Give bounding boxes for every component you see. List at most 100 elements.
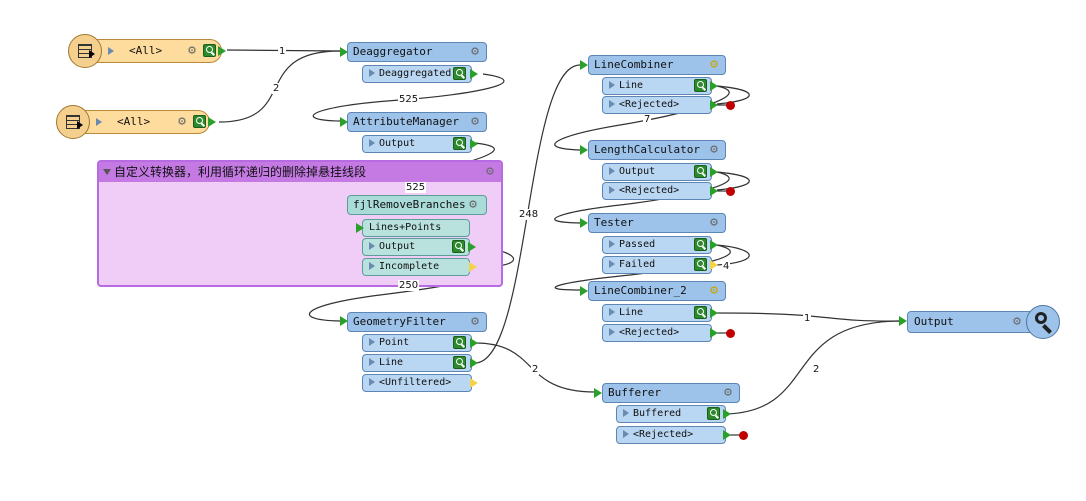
lengthcalculator-port-output[interactable]: Output <box>602 163 712 181</box>
reader-1[interactable]: <All> <box>80 39 222 63</box>
line-output-arrow[interactable] <box>470 358 478 368</box>
linecombiner2-header[interactable]: LineCombiner_2 <box>588 281 726 301</box>
linecombiner2-port-rejected[interactable]: <Rejected> <box>602 324 712 342</box>
linecombiner2-port-line[interactable]: Line <box>602 304 712 322</box>
connection-tester-linecombiner2 <box>554 244 731 291</box>
bufferer-header[interactable]: Bufferer <box>602 383 740 403</box>
line-inspect-icon[interactable] <box>453 356 466 369</box>
bufferer-port-buffered[interactable]: Buffered <box>616 405 726 423</box>
connection-linecombiner2-output <box>716 312 901 322</box>
reader-1-icon[interactable] <box>68 34 102 68</box>
output-writer-gear-icon[interactable]: ⚙ <box>1013 314 1021 329</box>
attributemanager-output-arrow[interactable] <box>470 139 478 149</box>
lengthcalculator-header[interactable]: LengthCalculator <box>588 140 726 160</box>
tester-input-arrow[interactable] <box>580 218 588 228</box>
linecombiner2-line-inspect-icon[interactable] <box>694 306 707 319</box>
fjlremovebranches-port-output[interactable]: Output <box>362 238 470 256</box>
bufferer-buffered-arrow[interactable] <box>723 409 731 419</box>
port-label: Incomplete <box>379 261 440 272</box>
linecombiner-line-inspect-icon[interactable] <box>694 79 707 92</box>
geometryfilter-gear-icon[interactable]: ⚙ <box>471 314 479 329</box>
deaggregator-input-arrow[interactable] <box>340 47 348 57</box>
geometryfilter-port-line[interactable]: Line <box>362 354 472 372</box>
tester-gear-icon[interactable]: ⚙ <box>710 215 718 230</box>
deaggregated-inspect-icon[interactable] <box>453 67 466 80</box>
linecombiner-name: LineCombiner <box>594 58 674 71</box>
linecombiner-rejected-arrow[interactable] <box>710 100 718 110</box>
geometryfilter-port-point[interactable]: Point <box>362 334 472 352</box>
lengthcalculator-port-rejected[interactable]: <Rejected> <box>602 182 712 200</box>
lengthcalculator-inspect-icon[interactable] <box>694 165 707 178</box>
bufferer-inspect-icon[interactable] <box>707 407 720 420</box>
attributemanager-gear-icon[interactable]: ⚙ <box>471 114 479 129</box>
fjlremovebranches-port-incomplete[interactable]: Incomplete <box>362 258 470 276</box>
bookmark-gear-icon[interactable]: ⚙ <box>486 164 494 179</box>
output-writer-input-arrow[interactable] <box>899 316 907 326</box>
bookmark-title: 自定义转换器，利用循环递归的删除掉悬挂线段 <box>114 165 367 179</box>
collapse-arrow-icon[interactable] <box>103 169 111 175</box>
bookmark-header[interactable]: 自定义转换器，利用循环递归的删除掉悬挂线段 <box>99 162 501 182</box>
linecombiner-gear-icon[interactable]: ⚙ <box>710 57 718 72</box>
linecombiner-line-arrow[interactable] <box>710 81 718 91</box>
reader-1-inspect-icon[interactable] <box>203 44 216 57</box>
lengthcalculator-rejected-arrow[interactable] <box>710 186 718 196</box>
port-arrow-icon <box>609 100 615 108</box>
lengthcalculator-gear-icon[interactable]: ⚙ <box>710 142 718 157</box>
output-writer[interactable]: Output <box>907 311 1037 333</box>
fjlremovebranches-input-port[interactable]: Lines+Points <box>362 219 470 237</box>
reader-2-gear-icon[interactable]: ⚙ <box>178 114 186 129</box>
deaggregator-gear-icon[interactable]: ⚙ <box>471 44 479 59</box>
linecombiner-header[interactable]: LineCombiner <box>588 55 726 75</box>
attributemanager-input-arrow[interactable] <box>340 117 348 127</box>
fjlremovebranches-header[interactable]: fjlRemoveBranches <box>347 195 487 215</box>
geometryfilter-input-arrow[interactable] <box>340 316 348 326</box>
deaggregated-output-arrow[interactable] <box>470 69 478 79</box>
unfiltered-output-arrow[interactable] <box>470 378 478 388</box>
expand-arrow-icon[interactable] <box>96 118 102 126</box>
port-arrow-icon <box>369 358 375 366</box>
deaggregator-header[interactable]: Deaggregator <box>347 42 487 62</box>
geometryfilter-header[interactable]: GeometryFilter <box>347 312 487 332</box>
fjlremovebranches-gear-icon[interactable]: ⚙ <box>469 197 477 212</box>
inspector-icon[interactable] <box>1026 305 1060 339</box>
port-arrow-icon <box>369 338 375 346</box>
bufferer-port-rejected[interactable]: <Rejected> <box>616 426 726 444</box>
tester-failed-inspect-icon[interactable] <box>694 258 707 271</box>
linecombiner2-input-arrow[interactable] <box>580 286 588 296</box>
tester-port-passed[interactable]: Passed <box>602 236 712 254</box>
reader-1-output-arrow[interactable] <box>218 46 226 56</box>
point-output-arrow[interactable] <box>470 338 478 348</box>
attributemanager-header[interactable]: AttributeManager <box>347 112 487 132</box>
linecombiner2-line-arrow[interactable] <box>710 308 718 318</box>
count-deaggregated-attributemanager: 525 <box>398 94 420 105</box>
fjlremovebranches-input-arrow[interactable] <box>356 223 364 233</box>
port-arrow-icon <box>609 328 615 336</box>
linecombiner-input-arrow[interactable] <box>580 60 588 70</box>
reader-2-inspect-icon[interactable] <box>193 115 206 128</box>
fjl-output-arrow[interactable] <box>468 242 476 252</box>
fjl-incomplete-arrow[interactable] <box>469 262 477 272</box>
linecombiner-port-rejected[interactable]: <Rejected> <box>602 96 712 114</box>
lengthcalculator-output-arrow[interactable] <box>710 167 718 177</box>
fjl-output-inspect-icon[interactable] <box>452 240 465 253</box>
attributemanager-inspect-icon[interactable] <box>453 137 466 150</box>
bufferer-rejected-arrow[interactable] <box>723 430 731 440</box>
linecombiner2-gear-icon[interactable]: ⚙ <box>710 283 718 298</box>
point-inspect-icon[interactable] <box>453 336 466 349</box>
tester-passed-arrow[interactable] <box>710 240 718 250</box>
reader-2-output-arrow[interactable] <box>208 117 216 127</box>
lengthcalculator-input-arrow[interactable] <box>580 145 588 155</box>
geometryfilter-port-unfiltered[interactable]: <Unfiltered> <box>362 374 472 392</box>
port-label: <Unfiltered> <box>379 377 452 388</box>
tester-failed-arrow[interactable] <box>710 260 718 270</box>
tester-passed-inspect-icon[interactable] <box>694 238 707 251</box>
bufferer-name: Bufferer <box>608 386 661 399</box>
expand-arrow-icon[interactable] <box>108 47 114 55</box>
linecombiner2-rejected-arrow[interactable] <box>710 328 718 338</box>
reader-2-icon[interactable] <box>56 105 90 139</box>
bufferer-gear-icon[interactable]: ⚙ <box>724 385 732 400</box>
tester-header[interactable]: Tester <box>588 213 726 233</box>
bufferer-input-arrow[interactable] <box>594 388 602 398</box>
reader-1-gear-icon[interactable]: ⚙ <box>188 43 196 58</box>
